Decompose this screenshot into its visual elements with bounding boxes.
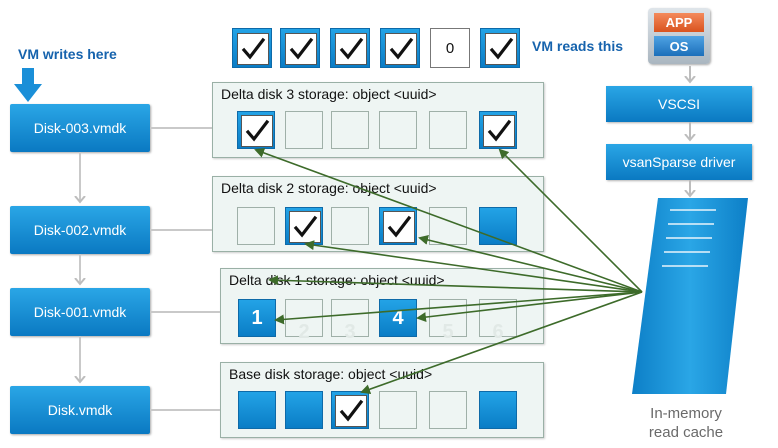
block-3	[331, 111, 369, 149]
block-2	[285, 391, 323, 429]
delta-disk-3-title: Delta disk 3 storage: object <uuid>	[221, 86, 437, 102]
disk-003-vmdk[interactable]: Disk-003.vmdk	[10, 104, 150, 152]
block-1	[238, 391, 276, 429]
block-5	[429, 207, 467, 245]
disk-001-vmdk[interactable]: Disk-001.vmdk	[10, 288, 150, 336]
delta-disk-2-storage: Delta disk 2 storage: object <uuid>	[212, 176, 544, 252]
block-3: 3	[331, 299, 369, 343]
app-label: APP	[654, 13, 704, 32]
block-3	[331, 391, 369, 429]
checkmark-glyph	[489, 37, 514, 60]
vm-view-block-1	[232, 28, 272, 68]
checkmark-glyph	[487, 119, 512, 142]
block-6: 6	[479, 299, 517, 343]
checkmark-glyph	[241, 37, 266, 60]
checkmark-glyph	[289, 37, 314, 60]
checkmark-glyph	[339, 37, 364, 60]
block-6	[479, 111, 517, 149]
delta-disk-1-title: Delta disk 1 storage: object <uuid>	[229, 272, 445, 288]
checkmark-glyph	[293, 215, 318, 238]
block-2	[285, 111, 323, 149]
block-4	[379, 207, 417, 245]
checkmark-icon	[285, 33, 317, 65]
base-disk-storage: Base disk storage: object <uuid>	[220, 362, 544, 438]
vsansparse-driver-box: vsanSparse driver	[606, 144, 752, 180]
vscsi-box: VSCSI	[606, 86, 752, 122]
block-6	[479, 391, 517, 429]
delta-disk-3-storage: Delta disk 3 storage: object <uuid>	[212, 82, 544, 158]
checkmark-icon	[485, 33, 517, 65]
checkmark-glyph	[339, 399, 364, 422]
cache-label: In-memory read cache	[636, 404, 736, 442]
checkmark-icon	[289, 211, 321, 243]
block-number: 6	[492, 321, 504, 343]
block-1	[237, 111, 275, 149]
disk-vmdk[interactable]: Disk.vmdk	[10, 386, 150, 434]
base-disk-title: Base disk storage: object <uuid>	[229, 366, 433, 382]
checkmark-icon	[335, 33, 367, 65]
block-2	[285, 207, 323, 245]
block-5: 5	[429, 299, 467, 343]
block-4	[379, 391, 417, 429]
block-6	[479, 207, 517, 245]
vm-view-block-4	[380, 28, 420, 68]
delta-disk-2-title: Delta disk 2 storage: object <uuid>	[221, 180, 437, 196]
app-os-icon: APP OS	[648, 8, 710, 64]
block-number: 5	[442, 321, 454, 343]
checkmark-glyph	[245, 119, 270, 142]
disk-002-vmdk[interactable]: Disk-002.vmdk	[10, 206, 150, 254]
checkmark-glyph	[387, 215, 412, 238]
block-number: 2	[298, 321, 310, 343]
vm-view-block-2	[280, 28, 320, 68]
os-label: OS	[654, 36, 704, 56]
checkmark-icon	[335, 395, 367, 427]
block-3	[331, 207, 369, 245]
checkmark-icon	[385, 33, 417, 65]
delta-disk-1-storage: Delta disk 1 storage: object <uuid> 1 2 …	[220, 268, 544, 344]
block-1	[237, 207, 275, 245]
cache-icon	[632, 198, 748, 394]
vm-writes-label: VM writes here	[18, 46, 117, 62]
checkmark-icon	[383, 211, 415, 243]
checkmark-icon	[237, 33, 269, 65]
block-2: 2	[285, 299, 323, 343]
cache-label-line1: In-memory	[650, 405, 722, 422]
down-arrow-icon	[14, 68, 42, 102]
block-4: 4	[379, 299, 417, 337]
block-1: 1	[238, 299, 276, 337]
block-number: 1	[251, 306, 263, 329]
vm-view-block-5: 0	[430, 28, 470, 68]
block-5	[429, 391, 467, 429]
vm-view-block-3	[330, 28, 370, 68]
checkmark-glyph	[389, 37, 414, 60]
vm-view-block-6	[480, 28, 520, 68]
vm-reads-label: VM reads this	[532, 38, 624, 54]
block-4	[379, 111, 417, 149]
checkmark-icon	[241, 115, 273, 147]
checkmark-icon	[483, 115, 515, 147]
cache-label-line2: read cache	[648, 424, 724, 441]
block-number: 4	[392, 306, 404, 329]
block-number: 3	[344, 321, 356, 343]
block-5	[429, 111, 467, 149]
